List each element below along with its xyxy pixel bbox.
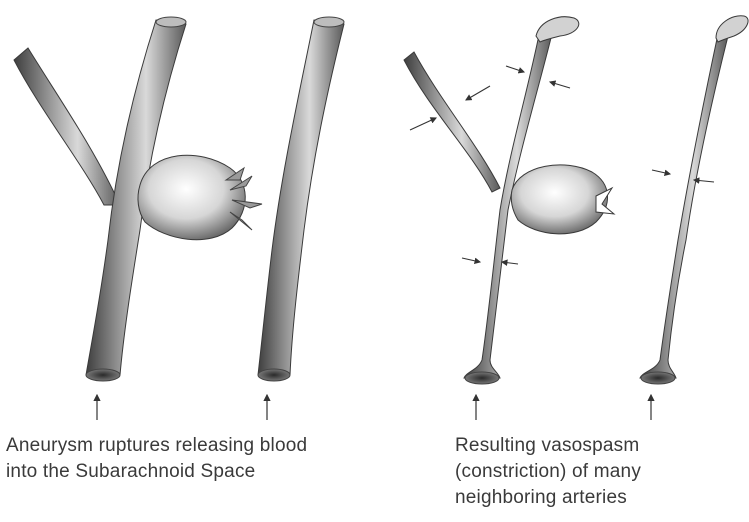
vasospasm-caption: Resulting vasospasm (constriction) of ma… bbox=[455, 433, 641, 511]
constricted-left-branch bbox=[404, 52, 500, 192]
vasospasm-caption-line-2: (constriction) of many bbox=[455, 459, 641, 485]
left-branch-vessel bbox=[14, 48, 120, 205]
constricted-opening bbox=[465, 372, 499, 384]
neighboring-artery bbox=[258, 17, 344, 420]
vasospasm-vessel bbox=[404, 17, 614, 420]
vasospasm-caption-line-1: Resulting vasospasm bbox=[455, 433, 641, 459]
constricted-neighbor-body bbox=[640, 34, 728, 378]
constriction-arrows-right bbox=[652, 170, 714, 182]
neighbor-top-cap bbox=[314, 17, 344, 27]
aneurysm-sac-2 bbox=[511, 165, 607, 234]
aneurysm-sac bbox=[138, 155, 245, 239]
ruptured-aneurysm-vessel bbox=[14, 17, 262, 420]
vasospasm-caption-line-3: neighboring arteries bbox=[455, 485, 641, 511]
trunk-opening bbox=[86, 369, 120, 381]
rupture-caption-line-1: Aneurysm ruptures releasing blood bbox=[6, 433, 307, 459]
neighbor-vessel-body bbox=[258, 20, 344, 375]
rupture-caption-line-2: into the Subarachnoid Space bbox=[6, 459, 307, 485]
rupture-caption: Aneurysm ruptures releasing blood into t… bbox=[6, 433, 307, 485]
constricted-top-bulb bbox=[536, 17, 579, 42]
constricted-neighbor-opening bbox=[641, 372, 675, 384]
trunk-top-cap bbox=[156, 17, 186, 27]
constricted-neighbor-bulb bbox=[716, 16, 748, 42]
constricted-neighbor-artery bbox=[640, 16, 748, 420]
neighbor-opening bbox=[258, 369, 290, 381]
